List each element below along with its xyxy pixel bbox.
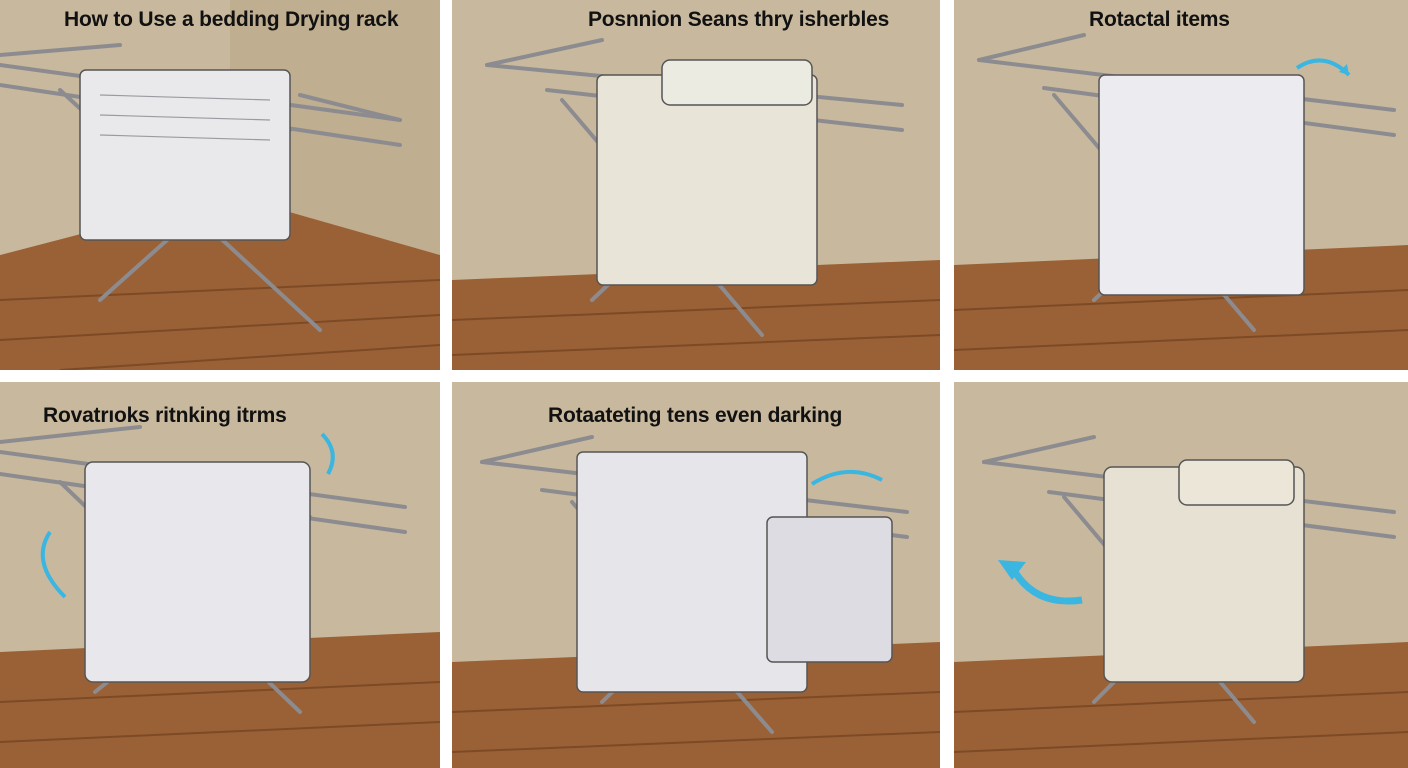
panel-5-caption: Rotaateting tens even darking bbox=[548, 404, 843, 427]
panel-6 bbox=[954, 382, 1408, 768]
rotate-arrow-icon bbox=[810, 469, 883, 486]
panel-6-illustration bbox=[954, 382, 1408, 768]
folded-pillowcase bbox=[661, 59, 813, 106]
panel-5: Rotaateting tens even darking bbox=[452, 382, 940, 768]
panel-3-illustration bbox=[954, 0, 1408, 370]
panel-2: Posnnion Seans thry isherbles bbox=[452, 0, 940, 370]
panel-1-caption: How to Use a bedding Drying rack bbox=[64, 8, 399, 31]
panel-2-illustration bbox=[452, 0, 940, 370]
panel-3-caption: Rotactal items bbox=[1089, 8, 1230, 31]
panel-4-illustration bbox=[0, 382, 440, 768]
bed-sheet bbox=[596, 74, 818, 286]
bed-sheet bbox=[1098, 74, 1305, 296]
wooden-floor bbox=[452, 260, 940, 370]
panel-2-caption: Posnnion Seans thry isherbles bbox=[588, 8, 890, 31]
bed-sheet bbox=[79, 69, 291, 241]
panel-4-caption: Rovatrıoks ritnking itrms bbox=[43, 404, 287, 427]
rotate-arrow-icon bbox=[40, 530, 67, 599]
rotate-arrow-icon bbox=[320, 432, 335, 475]
panel-1-illustration bbox=[0, 0, 440, 370]
hanging-towel bbox=[766, 516, 893, 663]
bed-sheet bbox=[84, 461, 311, 683]
panel-5-illustration bbox=[452, 382, 940, 768]
panel-4: Rovatrıoks ritnking itrms bbox=[0, 382, 440, 768]
panel-3: Rotactal items bbox=[954, 0, 1408, 370]
folded-pillowcase bbox=[1178, 459, 1295, 506]
rotate-arrow-icon bbox=[1008, 565, 1083, 605]
panel-1: How to Use a bedding Drying rack bbox=[0, 0, 440, 370]
